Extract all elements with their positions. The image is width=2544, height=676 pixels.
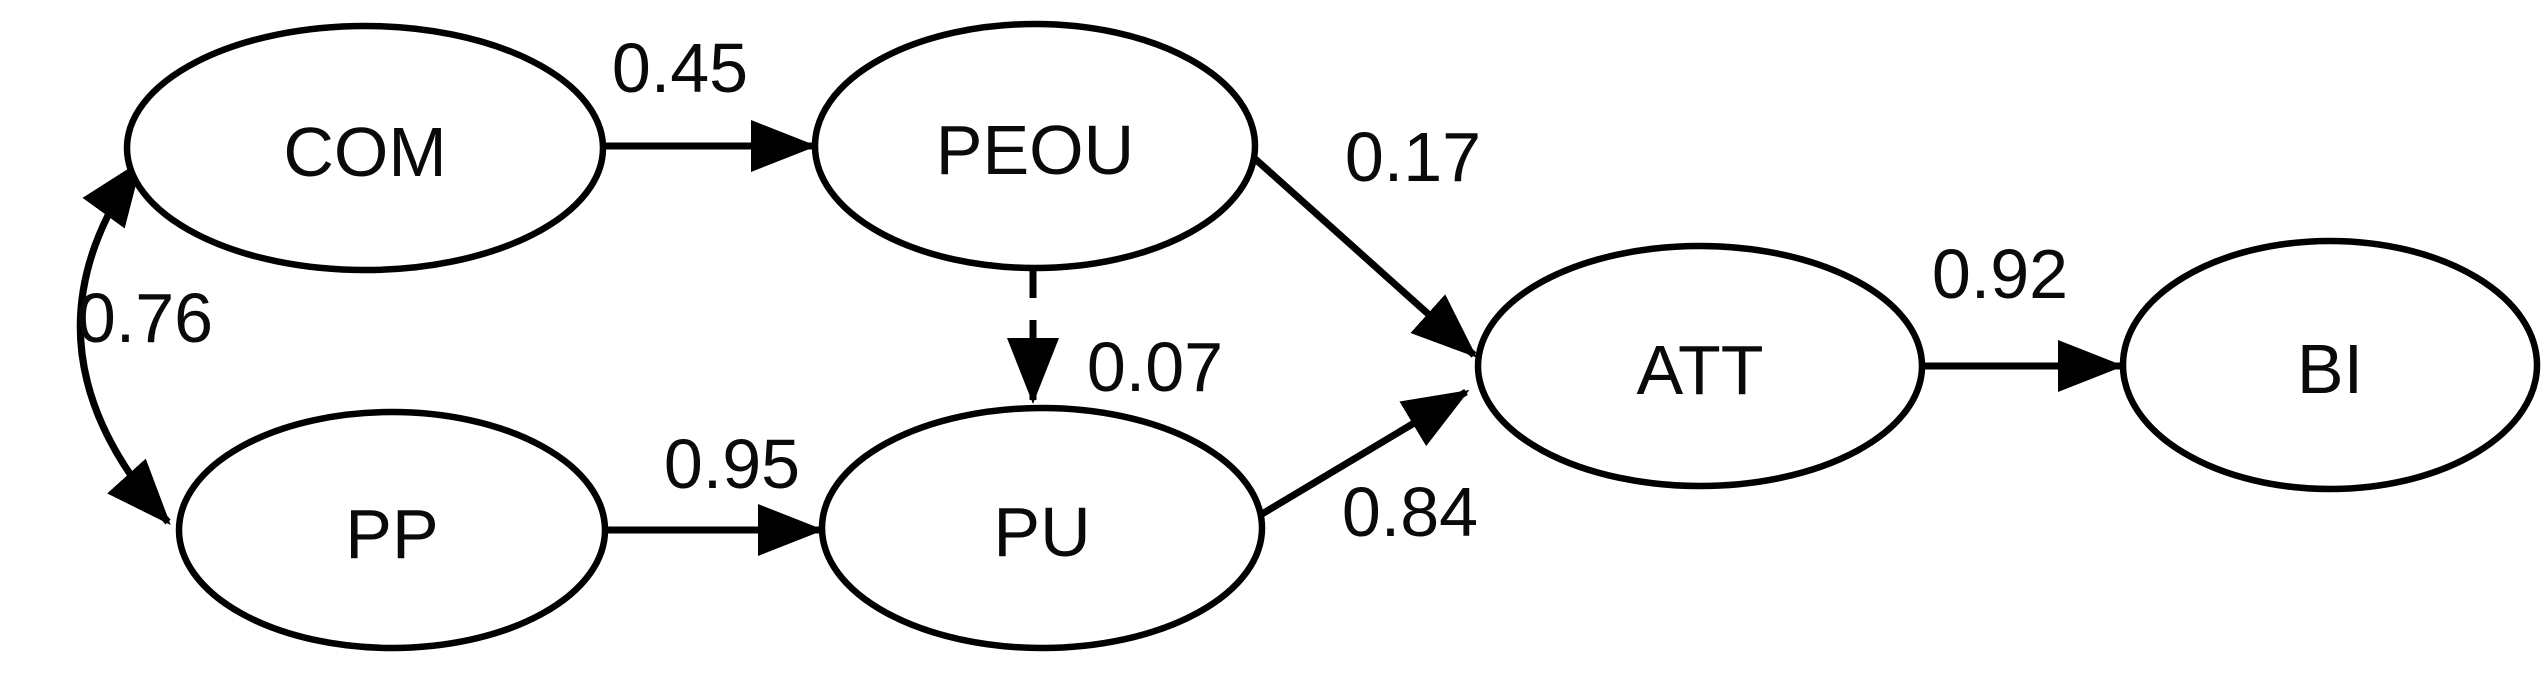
node-ellipse-pp [175,408,609,652]
node-label-com: COM [283,113,446,191]
node-pu: PU [818,404,1266,652]
node-com: COM [123,22,607,274]
edge-label-com-peou: 0.45 [612,29,748,107]
node-bi: BI [2119,237,2541,493]
node-peou: PEOU [811,20,1259,272]
edge-label-att-bi: 0.92 [1932,235,2068,313]
node-ellipse-pu [818,404,1266,652]
edge-labels-layer: 0.45 0.95 0.07 0.17 0.84 0.92 0.76 [77,29,2068,551]
node-label-pp: PP [345,495,438,573]
edge-pu-att-arrow [1260,388,1470,518]
node-label-peou: PEOU [936,111,1134,189]
nodes-layer: COM PEOU PP PU ATT BI [123,20,2541,652]
node-att: ATT [1474,242,1926,490]
node-ellipse-bi [2119,237,2541,493]
edge-label-com-pp: 0.76 [77,279,213,357]
edge-com-pp-arrow [76,159,171,525]
node-label-pu: PU [993,493,1090,571]
edge-label-pu-att: 0.84 [1342,473,1478,551]
node-ellipse-att [1474,242,1926,490]
node-pp: PP [175,408,609,652]
edges-layer [76,120,2124,556]
edge-label-peou-att: 0.17 [1345,118,1481,196]
edge-label-pp-pu: 0.95 [664,425,800,503]
node-ellipse-com [123,22,607,274]
edge-peou-att-arrow [1250,154,1477,358]
node-label-bi: BI [2297,330,2363,408]
node-label-att: ATT [1636,331,1763,409]
node-ellipse-peou [811,20,1259,272]
edge-label-peou-pu: 0.07 [1087,328,1223,406]
